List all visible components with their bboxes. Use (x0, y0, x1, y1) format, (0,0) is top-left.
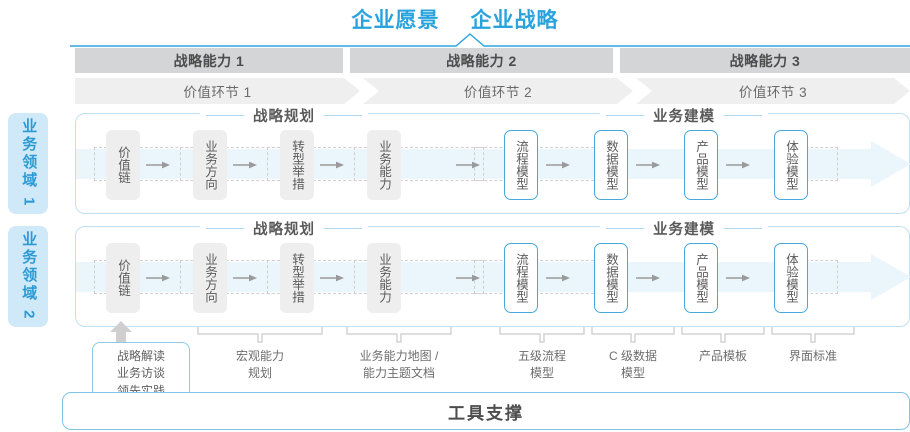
value-chain-1-label: 价值环节 1 (183, 85, 252, 100)
arrow-icon-2-7 (726, 274, 750, 282)
value-chain-2-label: 价值环节 2 (463, 85, 533, 100)
value-chain-row: 价值环节 1 价值环节 2 价值环节 3 (75, 78, 910, 104)
arrow-icon-1-5 (546, 161, 570, 169)
node-value-chain-1[interactable]: 价值链 (106, 130, 140, 200)
arrow-icon-1-4 (456, 161, 480, 169)
domain-row-1: 价值链 业务方向 转型举措 业务能力 流程模型 数据模型 产品模型 体验模型 (75, 113, 910, 214)
node-process-model-1[interactable]: 流程模型 (504, 130, 538, 200)
arrow-icon-1-3 (320, 161, 344, 169)
brace-icon-product-template (681, 327, 765, 343)
dashed-group-1e (474, 147, 604, 181)
tool-label-text: 界面标准 (788, 349, 837, 363)
tool-label-text: 战略解读 业务访谈 领先实践 (116, 349, 165, 398)
node-experience-model-1[interactable]: 体验模型 (774, 130, 808, 200)
node-data-model-2[interactable]: 数据模型 (594, 243, 628, 313)
caption-rule-left (606, 115, 644, 116)
arrow-icon-2-3 (320, 274, 344, 282)
node-business-capability-2[interactable]: 业务能力 (367, 243, 401, 313)
caption-rule-right (724, 228, 762, 229)
title-connector-icon (70, 33, 910, 47)
capability-band-row: 战略能力 1 战略能力 2 战略能力 3 (75, 48, 910, 73)
capability-band-3-label: 战略能力 3 (729, 52, 801, 69)
tool-label-text: 业务能力地图 / 能力主题文档 (359, 349, 439, 381)
title-vision: 企业愿景 (351, 9, 440, 32)
brace-icon-capability-map (346, 327, 452, 343)
section-caption-modeling-1: 业务建模 (600, 105, 768, 126)
domain-tab-2-label: 业务领域 2 (20, 231, 38, 322)
brace-icon-macro-capability (197, 327, 323, 343)
brace-icon-ui-standard (771, 327, 855, 343)
arrow-icon-1-6 (636, 161, 660, 169)
capability-band-2: 战略能力 2 (350, 48, 613, 73)
node-business-capability-1[interactable]: 业务能力 (367, 130, 401, 200)
tool-label-ui-standard: 界面标准 (769, 348, 857, 365)
node-process-model-2[interactable]: 流程模型 (504, 243, 538, 313)
domain-row-2: 价值链 业务方向 转型举措 业务能力 流程模型 数据模型 产品模型 体验模型 (75, 226, 910, 327)
tool-label-text: C 级数据 模型 (608, 349, 657, 381)
tool-label-capability-map: 业务能力地图 / 能力主题文档 (337, 348, 461, 383)
node-business-direction-2[interactable]: 业务方向 (193, 243, 227, 313)
value-chain-3: 价值环节 3 (636, 78, 910, 104)
domain-tab-1[interactable]: 业务领域 1 (8, 113, 48, 214)
title-strategy: 企业战略 (470, 9, 559, 32)
capability-band-2-label: 战略能力 2 (446, 52, 517, 69)
arrow-icon-1-1 (146, 161, 170, 169)
value-chain-2: 价值环节 2 (363, 78, 633, 104)
value-chain-3-label: 价值环节 3 (738, 85, 808, 100)
tool-label-text: 宏观能力 规划 (235, 349, 284, 381)
arrow-icon-2-1 (146, 274, 170, 282)
arrow-icon-2-6 (636, 274, 660, 282)
node-transformation-measures-2[interactable]: 转型举措 (280, 243, 314, 313)
node-experience-model-2[interactable]: 体验模型 (774, 243, 808, 313)
section-caption-planning-1: 战略规划 (200, 105, 368, 126)
arrow-icon-2-5 (546, 274, 570, 282)
node-transformation-measures-1[interactable]: 转型举措 (280, 130, 314, 200)
node-value-chain-2[interactable]: 价值链 (106, 243, 140, 313)
caption-rule-left (206, 115, 244, 116)
arrow-icon-2-4 (456, 274, 480, 282)
node-data-model-1[interactable]: 数据模型 (594, 130, 628, 200)
caption-rule-left (606, 228, 644, 229)
tool-label-macro-capability: 宏观能力 规划 (200, 348, 320, 383)
caption-rule-right (324, 228, 362, 229)
capability-band-1-label: 战略能力 1 (173, 52, 245, 69)
value-chain-1: 价值环节 1 (75, 78, 360, 104)
node-business-direction-1[interactable]: 业务方向 (193, 130, 227, 200)
footer-tool-support: 工具支撑 (62, 392, 910, 430)
brace-icon-process-model (499, 327, 585, 343)
tool-label-text: 产品模板 (698, 349, 747, 363)
tool-label-data-model: C 级数据 模型 (589, 348, 677, 383)
arrow-icon-1-2 (233, 161, 257, 169)
tool-connector-up-arrow-icon (110, 321, 132, 343)
arrow-icon-2-2 (233, 274, 257, 282)
header-titles: 企业愿景 企业战略 (0, 4, 910, 34)
tool-label-text: 五级流程 模型 (517, 349, 566, 381)
section-caption-modeling-2: 业务建模 (600, 218, 768, 239)
dashed-group-1d (354, 147, 484, 181)
section-caption-planning-2: 战略规划 (200, 218, 368, 239)
node-product-model-1[interactable]: 产品模型 (684, 130, 718, 200)
tool-label-process-model: 五级流程 模型 (496, 348, 588, 383)
capability-band-1: 战略能力 1 (75, 48, 343, 73)
brace-icon-data-model (591, 327, 675, 343)
caption-rule-right (324, 115, 362, 116)
domain-tab-2[interactable]: 业务领域 2 (8, 226, 48, 327)
tool-label-product-template: 产品模板 (679, 348, 767, 365)
footer-label: 工具支撑 (448, 403, 524, 423)
dashed-group-2e (474, 260, 604, 294)
dashed-group-2d (354, 260, 484, 294)
arrow-icon-1-7 (726, 161, 750, 169)
node-product-model-2[interactable]: 产品模型 (684, 243, 718, 313)
caption-rule-right (724, 115, 762, 116)
caption-rule-left (206, 228, 244, 229)
capability-band-3: 战略能力 3 (620, 48, 910, 73)
domain-tab-1-label: 业务领域 1 (20, 118, 38, 209)
